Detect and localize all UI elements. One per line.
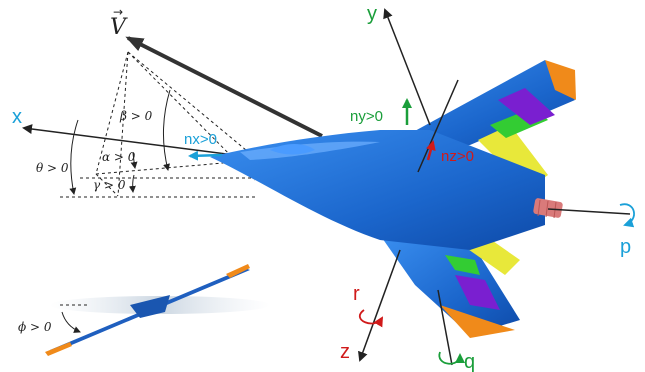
nz-label: nz>0 xyxy=(441,148,474,165)
construction-lines xyxy=(60,51,259,198)
z-axis-label: z xyxy=(340,341,350,363)
lower-wing xyxy=(380,235,520,335)
ny-label: ny>0 xyxy=(350,108,383,125)
nx-label: nx>0 xyxy=(184,131,217,148)
angle-arcs xyxy=(69,89,171,195)
lower-wing-green-patch xyxy=(445,255,480,275)
q-rate-label: q xyxy=(464,351,475,372)
aircraft xyxy=(210,60,576,338)
nx-arrow xyxy=(188,150,223,161)
p-rate-label: p xyxy=(620,236,631,258)
q-rotation-icon xyxy=(438,351,465,365)
x-axis-line xyxy=(22,124,243,157)
upper-wing xyxy=(380,60,575,150)
phi-label: ϕ > 0 xyxy=(18,320,52,334)
roll-inset xyxy=(45,264,270,356)
cockpit-bump xyxy=(270,144,315,155)
y-axis-ext xyxy=(417,79,459,173)
z-axis-line xyxy=(358,249,401,362)
p-axis-line xyxy=(547,208,631,215)
upper-wing-orange-tip xyxy=(545,60,576,100)
r-rate-label: r xyxy=(353,283,360,305)
beta-label: β > 0 xyxy=(119,109,153,123)
velocity-vector xyxy=(125,36,323,138)
fuselage xyxy=(210,130,545,250)
x-axis-label: x xyxy=(12,106,22,128)
gamma-label: γ > 0 xyxy=(93,178,126,192)
theta-label: θ > 0 xyxy=(36,161,69,175)
r-rotation-icon xyxy=(359,309,384,328)
alpha-label: α > 0 xyxy=(102,150,136,164)
p-rotation-icon xyxy=(619,203,635,228)
y-axis-line xyxy=(383,8,431,126)
lower-wing-purple-patch xyxy=(455,275,500,310)
q-axis-line xyxy=(437,289,453,366)
velocity-label: V xyxy=(110,15,128,40)
engine-nozzle xyxy=(533,198,563,219)
y-axis-label: y xyxy=(367,3,377,25)
velocity-label-arrow: → xyxy=(113,5,123,19)
lower-wing-orange-tip xyxy=(440,305,515,338)
upper-wing-purple-patch xyxy=(498,88,555,125)
nz-arrow xyxy=(426,140,436,161)
